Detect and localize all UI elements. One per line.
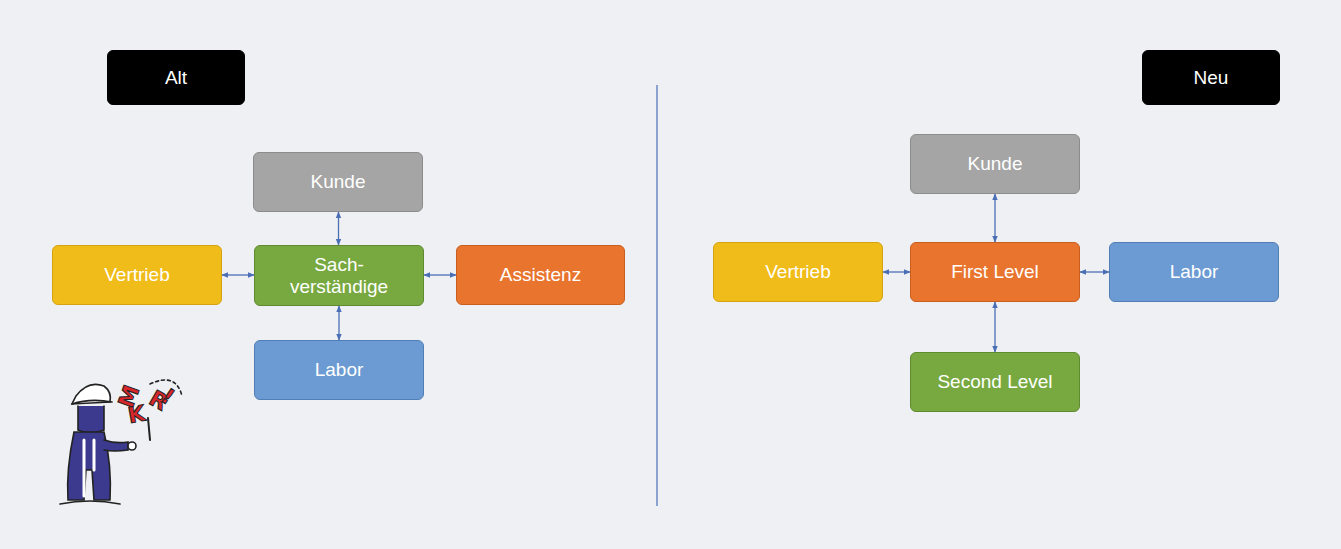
box-text: Vertrieb — [765, 261, 830, 283]
double-arrow — [222, 274, 254, 275]
process-box: Vertrieb — [713, 242, 883, 302]
double-arrow — [1080, 271, 1109, 272]
process-box: Kunde — [910, 134, 1080, 194]
double-arrow — [883, 271, 910, 272]
process-box: Assistenz — [456, 245, 625, 305]
process-box: Kunde — [253, 152, 423, 212]
heading-box: Neu — [1142, 50, 1280, 105]
process-box: Labor — [254, 340, 424, 400]
box-text: Sach- verständige — [283, 254, 395, 298]
scribble-letter: K — [126, 401, 147, 429]
box-text: Assistenz — [500, 264, 581, 286]
double-arrow — [424, 274, 456, 275]
process-box: Second Level — [910, 352, 1080, 412]
box-text: First Level — [951, 261, 1039, 283]
divider-line — [656, 85, 657, 506]
double-arrow — [338, 306, 339, 340]
box-text: Neu — [1194, 67, 1229, 89]
box-text: Labor — [315, 359, 364, 381]
box-text: Labor — [1170, 261, 1219, 283]
process-box: Sach- verständige — [254, 245, 424, 306]
person-figure — [60, 380, 182, 504]
box-text: Kunde — [311, 171, 366, 193]
double-arrow — [994, 194, 995, 242]
box-text: Vertrieb — [104, 264, 169, 286]
double-arrow — [994, 302, 995, 352]
process-box: Labor — [1109, 242, 1279, 302]
box-text: Alt — [165, 67, 187, 89]
double-arrow — [338, 212, 339, 245]
process-box: First Level — [910, 242, 1080, 302]
process-box: Vertrieb — [52, 245, 222, 305]
box-text: Second Level — [937, 371, 1052, 393]
heading-box: Alt — [107, 50, 245, 105]
box-text: Kunde — [968, 153, 1023, 175]
